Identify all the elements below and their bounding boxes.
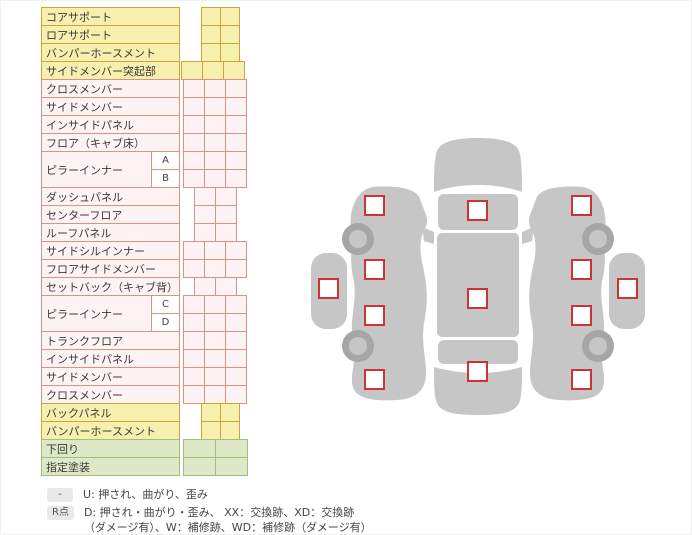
part-label: 指定塗装	[41, 457, 180, 476]
trunk-section	[434, 367, 522, 415]
inspection-marker-center-3[interactable]	[467, 361, 488, 382]
damage-cell[interactable]	[215, 457, 248, 476]
legend-text: D: 押され・曲がり・歪み、 XX：交換跡、XD：交換跡（ダメージ有）、W：補修…	[83, 506, 372, 534]
part-label: クロスメンバー	[41, 385, 180, 404]
inspection-marker-center-2[interactable]	[467, 288, 488, 309]
part-label: フロア（キャブ床）	[41, 133, 180, 152]
inspection-marker-left-4[interactable]	[364, 369, 385, 390]
inspection-marker-left-1[interactable]	[364, 195, 385, 216]
part-label: 下回り	[41, 439, 180, 458]
legend: -U: 押され、曲がり、歪み R点 D: 押され・曲がり・歪み、 XX：交換跡、XD…	[47, 487, 372, 534]
roof-section	[437, 233, 519, 337]
inspection-marker-right-4[interactable]	[571, 369, 592, 390]
part-label: センターフロア	[41, 205, 180, 224]
inspection-marker-left-3[interactable]	[364, 305, 385, 326]
legend-badge: R点	[47, 506, 74, 520]
right-mirror-icon	[522, 227, 534, 244]
left-mirror-icon	[422, 227, 434, 244]
rear-window-section	[438, 340, 518, 364]
part-label: ダッシュパネル	[41, 187, 180, 206]
part-label: サイドメンバー突起部	[41, 61, 180, 80]
legend-text: U: 押され、曲がり、歪み	[83, 488, 208, 501]
legend-item: -U: 押され、曲がり、歪み	[47, 487, 372, 502]
inspection-marker-left-fender[interactable]	[318, 278, 339, 299]
inspection-marker-left-2[interactable]	[364, 259, 385, 280]
inspection-marker-right-fender[interactable]	[617, 278, 638, 299]
part-label: ルーフパネル	[41, 223, 180, 242]
inspection-marker-center-1[interactable]	[467, 200, 488, 221]
legend-item: R点 D: 押され・曲がり・歪み、 XX：交換跡、XD：交換跡（ダメージ有）、W：…	[47, 505, 372, 534]
inspection-marker-right-3[interactable]	[571, 305, 592, 326]
part-label: バンパーホースメント	[41, 43, 180, 62]
hood-section	[434, 138, 522, 192]
inspection-marker-right-1[interactable]	[571, 195, 592, 216]
part-label: セットバック（キャブ背）	[41, 277, 180, 296]
part-label: インサイドパネル	[41, 115, 180, 134]
inspection-marker-right-2[interactable]	[571, 259, 592, 280]
part-label: ロアサポート	[41, 25, 180, 44]
top-view	[422, 138, 534, 415]
legend-badge: -	[47, 488, 73, 502]
part-label: フロアサイドメンバー	[41, 259, 180, 278]
frame-parts-table: コアサポートロアサポートバンパーホースメントサイドメンバー突起部クロスメンバーサ…	[41, 7, 253, 479]
